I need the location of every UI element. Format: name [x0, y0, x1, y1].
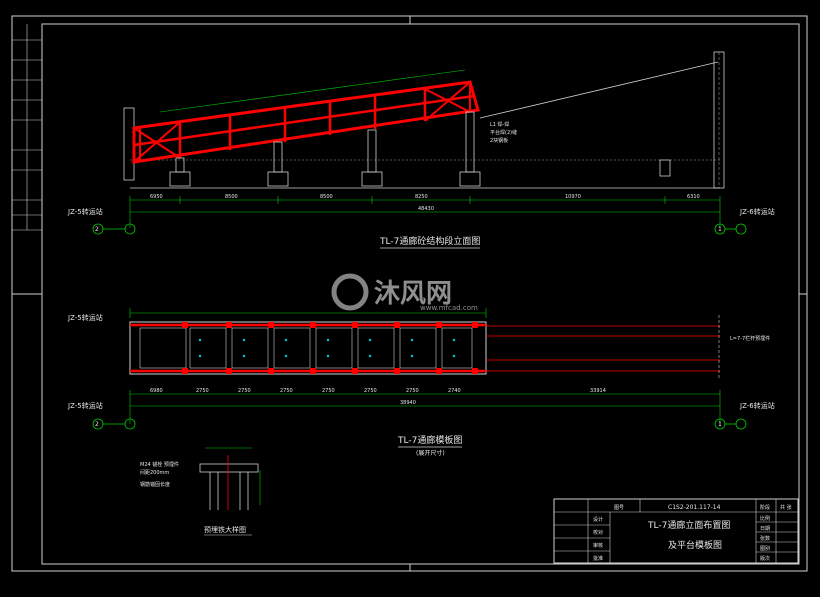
- left-station-label-mid: JZ-5转运站: [67, 313, 103, 322]
- axis-label-left-bot: 2: [95, 421, 99, 428]
- right-label-2: 日期: [760, 526, 770, 532]
- span-dim-5: 10970: [565, 194, 581, 200]
- note-l3: 2块钢板: [490, 137, 508, 144]
- plan-dim-1: 6980: [150, 388, 163, 394]
- drawing-number: C1S2-201.117-14: [668, 504, 721, 511]
- plan-dim-7: 2750: [406, 388, 419, 394]
- dim-lines-plan-bottom: [129, 390, 721, 424]
- right-label-1: 比例: [760, 515, 770, 522]
- left-station-label-bot: JZ-5转运站: [67, 401, 103, 410]
- plan-panels: [189, 327, 473, 369]
- top-right-label-1: 阶段: [760, 504, 770, 511]
- detail-title: 预埋铁大样图: [204, 525, 246, 534]
- watermark-logo-icon: [331, 273, 369, 311]
- title-line-2: 及平台模板图: [668, 539, 722, 551]
- right-station-label-top: JZ-6转运站: [739, 207, 775, 216]
- axis-label-right-bot: 1: [718, 421, 722, 428]
- slope-line: [479, 61, 719, 119]
- axis-bubbles-bottom: [92, 418, 747, 430]
- plan-note: L=7-7栏杆预埋件: [730, 335, 770, 342]
- axis-label-left-top: 2: [95, 226, 99, 233]
- center-marks: [12, 16, 807, 571]
- dim-labels-elevation: 6950 8500 8500 8250 10970 6310 48430: [150, 194, 700, 212]
- note-l1: L1 焊-焊: [490, 121, 509, 128]
- plan-extension-lines: [486, 325, 720, 372]
- span-dim-1: 6950: [150, 194, 163, 200]
- right-label-3: 张数: [760, 535, 770, 542]
- plan-dim-3: 2750: [238, 388, 251, 394]
- plan-outline: [129, 321, 487, 375]
- plan-dim-6: 2750: [364, 388, 377, 394]
- right-label-4: 图别: [760, 545, 770, 552]
- row-label-4: 批准: [593, 555, 603, 562]
- plan-dim-8: 2740: [448, 388, 461, 394]
- plan-dim-right: 33914: [590, 388, 606, 394]
- detail-note-2: 间距200mm: [140, 469, 169, 476]
- watermark-url: www.mfcad.com: [420, 304, 478, 312]
- top-right-label-2: 共 张: [780, 504, 792, 511]
- span-dim-4: 8250: [415, 194, 428, 200]
- right-label-5: 版次: [760, 555, 770, 562]
- right-station-label-bot: JZ-6转运站: [739, 401, 775, 410]
- plan-subtitle: (展开尺寸): [416, 449, 445, 457]
- left-side-strip: [12, 24, 42, 231]
- truss-gallery: [132, 80, 480, 164]
- overall-dim-bottom: 38940: [400, 400, 416, 406]
- span-dim-2: 8500: [225, 194, 238, 200]
- plan-view: L=7-7栏杆预埋件 6980 2750 2750 2750 2750 2750…: [67, 308, 775, 457]
- plan-dim-4: 2750: [280, 388, 293, 394]
- span-dim-3: 8500: [320, 194, 333, 200]
- left-station-label-top: JZ-5转运站: [67, 207, 103, 216]
- detail-note-1: M24 锚栓 预埋件: [140, 461, 179, 468]
- drawing-no-label: 图号: [614, 505, 624, 511]
- note-l2: 平台焊(2)缝: [490, 129, 517, 136]
- elevation-view: 6950 8500 8500 8250 10970 6310 48430 JZ-…: [67, 51, 775, 249]
- dim-labels-plan: 6980 2750 2750 2750 2750 2750 2750 2740 …: [150, 388, 606, 406]
- dim-lines-elevation: [129, 69, 721, 228]
- detail-note-3: 钢筋锚固长度: [140, 481, 170, 488]
- row-label-3: 审核: [593, 542, 603, 549]
- plan-dim-5: 2750: [322, 388, 335, 394]
- watermark-text: 沐风网: [374, 279, 452, 309]
- watermark: 沐风网 www.mfcad.com: [331, 273, 478, 312]
- plan-title: TL-7通廊模板图: [397, 434, 462, 446]
- plan-column-markers: [182, 322, 478, 374]
- title-block: 图号 C1S2-201.117-14 TL-7通廊立面布置图 及平台模板图 设计…: [553, 498, 799, 564]
- row-label-1: 设计: [593, 516, 603, 523]
- dim-lines-plan-top: [129, 308, 487, 318]
- span-dim-6: 6310: [687, 194, 700, 200]
- title-line-1: TL-7通廊立面布置图: [647, 519, 730, 531]
- row-label-2: 校对: [593, 529, 603, 536]
- plan-dim-2: 2750: [196, 388, 209, 394]
- overall-dim-top: 48430: [418, 206, 434, 212]
- support-columns: [169, 111, 671, 187]
- axis-bubbles-top: [92, 223, 747, 235]
- embed-detail: M24 锚栓 预埋件 间距200mm 钢筋锚固长度 预埋铁大样图: [140, 447, 261, 536]
- elevation-title: TL-7通廊砼结构段立面图: [379, 235, 480, 247]
- plan-embed-dots: [198, 338, 456, 358]
- axis-label-right-top: 1: [718, 226, 722, 233]
